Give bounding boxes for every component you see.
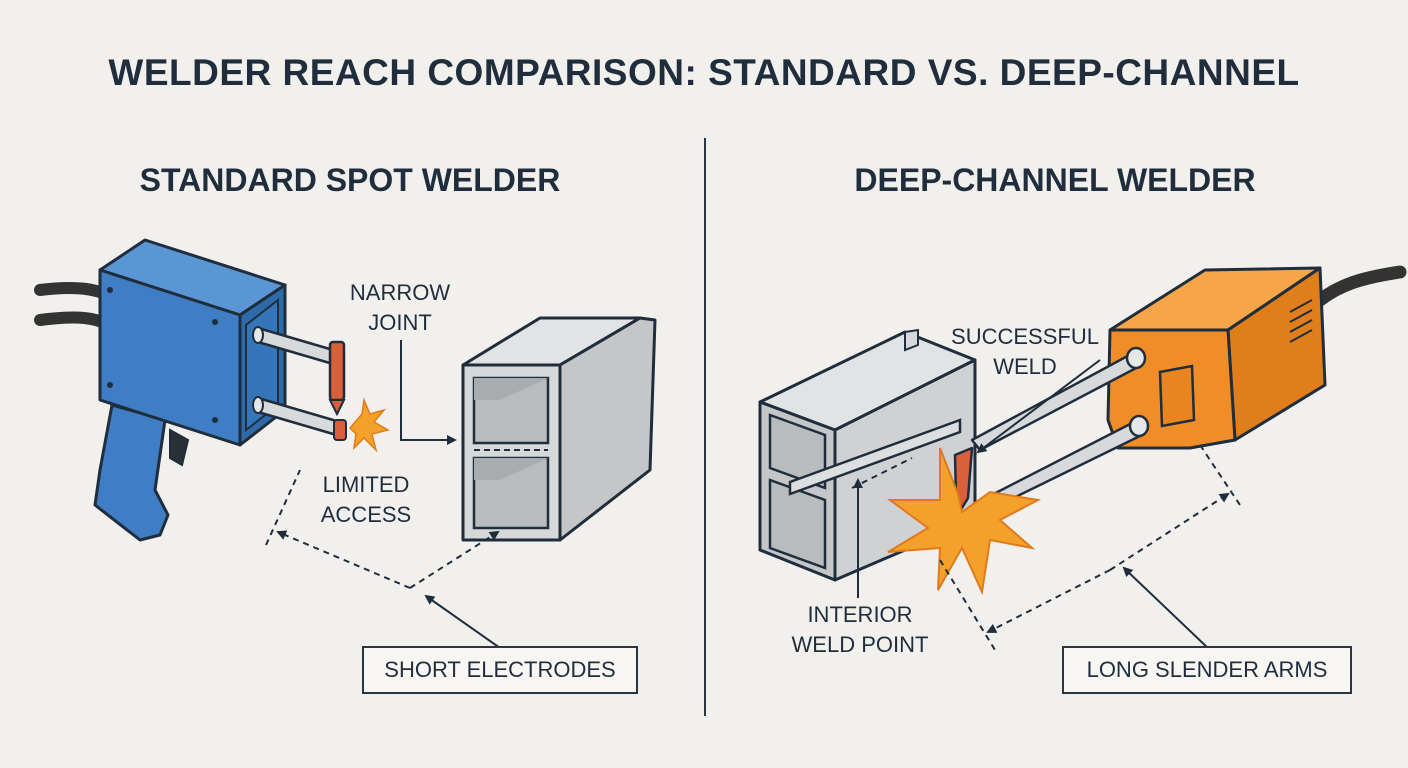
reach-dim-left-tick xyxy=(265,469,301,546)
narrow-joint-leader xyxy=(400,340,457,445)
main-title: WELDER REACH COMPARISON: STANDARD VS. DE… xyxy=(108,52,1300,93)
short-electrodes-leader xyxy=(424,594,501,649)
reach-dim-right-a xyxy=(986,569,1111,633)
long-slender-arms-callout: LONG SLENDER ARMS xyxy=(1062,646,1352,694)
open-c-channel xyxy=(758,328,977,582)
large-spark-icon xyxy=(886,447,1042,596)
deep-channel-welder-gun xyxy=(953,265,1407,517)
reach-dim-left-b xyxy=(409,530,500,589)
long-arms-leader xyxy=(1122,566,1211,651)
deep-channel-welder-title: DEEP-CHANNEL WELDER xyxy=(854,162,1256,198)
reach-dim-right-b xyxy=(1109,492,1230,571)
panel-divider xyxy=(704,138,706,716)
closed-box-channel xyxy=(461,316,657,542)
interior-dashed-path xyxy=(851,457,913,489)
small-spark-icon xyxy=(348,397,390,453)
reach-dim-right-tick-b xyxy=(1199,444,1241,506)
reach-dim-left-a xyxy=(276,530,411,589)
standard-spot-welder-gun xyxy=(34,238,347,542)
standard-welder-title: STANDARD SPOT WELDER xyxy=(139,162,561,198)
short-electrodes-callout: SHORT ELECTRODES xyxy=(362,646,638,694)
successful-weld-leader xyxy=(976,359,1101,454)
